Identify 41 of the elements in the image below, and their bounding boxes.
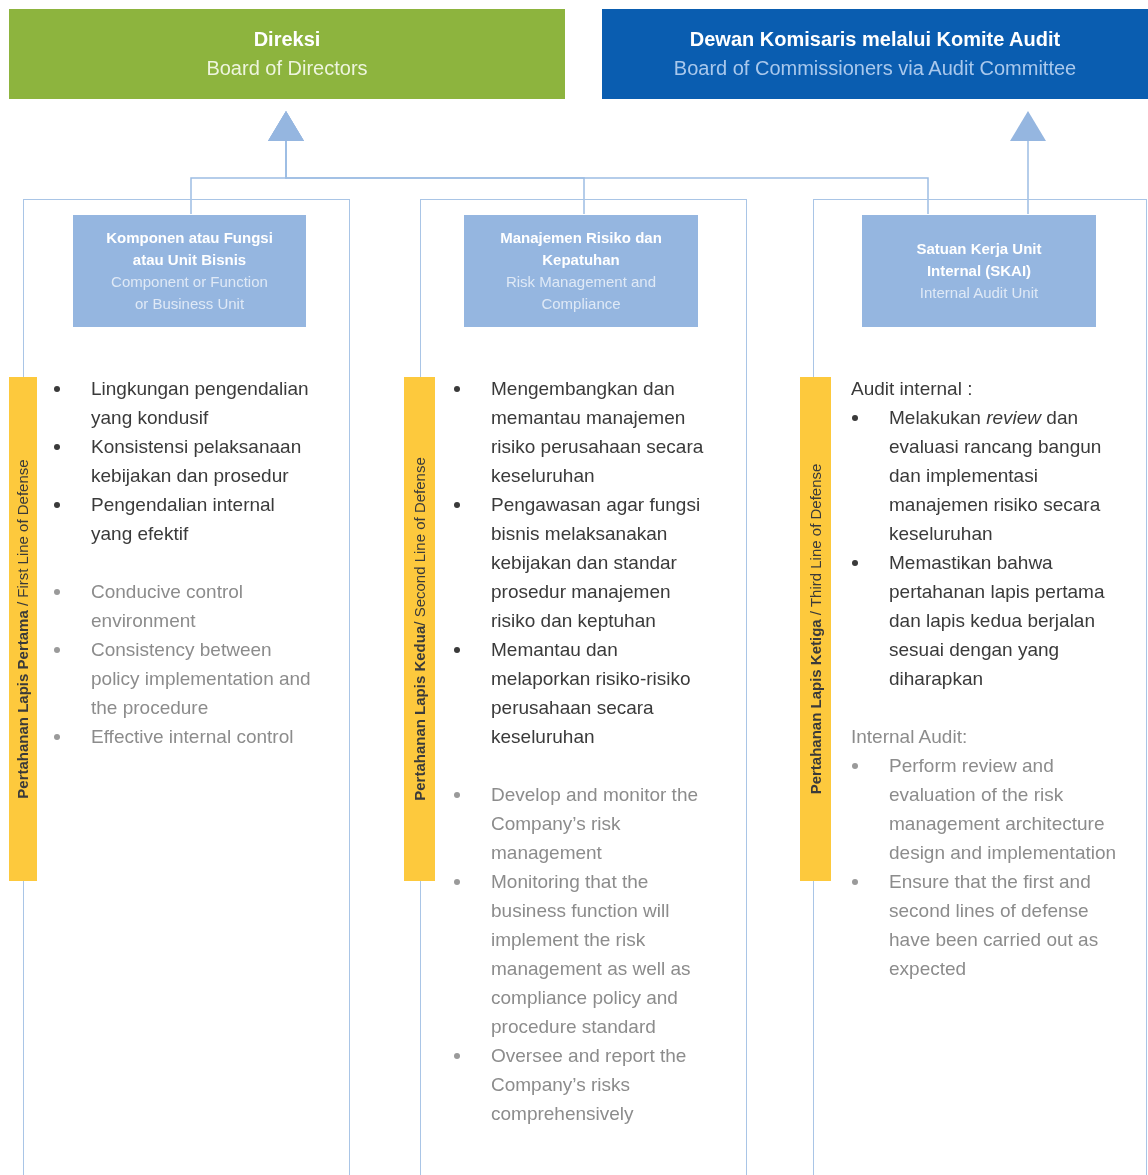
bullet-text: Lingkungan pengendalian yang kondusif: [91, 377, 310, 430]
bullet-text: Consistency between policy implementation and the procedure: [91, 638, 312, 720]
list-heading: Internal Audit:: [851, 725, 969, 749]
defense-line-band: [404, 377, 435, 881]
unit-box: [73, 215, 306, 327]
connector-arrow: [1010, 111, 1046, 215]
defense-line-band: [800, 377, 831, 881]
bullet-text: Melakukan review dan evaluasi rancang bangun dan implementasi manajemen risiko secara keseluruhan: [889, 406, 1103, 546]
unit-title: Komponen atau Fungsi atau Unit Bisnis: [105, 228, 274, 270]
unit-box: [464, 215, 698, 327]
bullet-text: Mengembangkan dan memantau manajemen risiko perusahaan secara keseluruhan: [491, 377, 705, 488]
bullet-text: Ensure that the first and second lines of defense have been carried out as expected: [889, 870, 1100, 981]
defense-line-band: [9, 377, 37, 881]
list-heading: Audit internal :: [851, 377, 974, 401]
unit-title: Manajemen Risiko dan Kepatuhan: [499, 228, 663, 270]
unit-subtitle: Risk Management and Compliance: [504, 272, 658, 314]
connector-arrow: [268, 111, 929, 215]
unit-box: [862, 215, 1096, 327]
bullet-text: Konsistensi pelaksanaan kebijakan dan prosedur: [91, 435, 303, 488]
bullet-text: Conducive control environment: [91, 580, 245, 633]
header-box: [9, 9, 565, 99]
unit-subtitle: Internal Audit Unit: [919, 283, 1039, 303]
bullet-text: Pengendalian internal yang efektif: [91, 493, 276, 546]
band-label: Pertahanan Lapis Pertama / First Line of Defense: [14, 458, 32, 801]
bullet-text: Monitoring that the business function will implement the risk management as well as compliance policy and procedure standard: [491, 870, 692, 1039]
header-subtitle: Board of Directors: [206, 56, 368, 81]
header-box: [602, 9, 1148, 99]
bullet-text: Develop and monitor the Company’s risk management: [491, 783, 699, 865]
bullet-text: Memantau dan melaporkan risiko-risiko perusahaan secara keseluruhan: [491, 638, 692, 749]
header-subtitle: Board of Commissioners via Audit Committee: [673, 56, 1077, 81]
bullet-text: Pengawasan agar fungsi bisnis melaksanakan kebijakan dan standar prosedur manajemen risiko dan keptuhan: [491, 493, 702, 633]
unit-subtitle: Component or Function or Business Unit: [110, 272, 269, 314]
bullet-text: Effective internal control: [91, 725, 295, 749]
bullet-text: Oversee and report the Company’s risks comprehensively: [491, 1044, 688, 1126]
band-label: Pertahanan Lapis Ketiga / Third Line of Defense: [806, 462, 825, 797]
band-label: Pertahanan Lapis Kedua/ Second Line of Defense: [410, 456, 429, 803]
header-title: Dewan Komisaris melalui Komite Audit: [689, 27, 1061, 52]
header-title: Direksi: [253, 27, 321, 52]
bullet-text: Perform review and evaluation of the risk management architecture design and implementation: [889, 754, 1117, 865]
unit-title: Satuan Kerja Unit Internal (SKAI): [915, 239, 1043, 281]
bullet-text: Memastikan bahwa pertahanan lapis pertama dan lapis kedua berjalan sesuai dengan yang diharapkan: [889, 551, 1106, 691]
